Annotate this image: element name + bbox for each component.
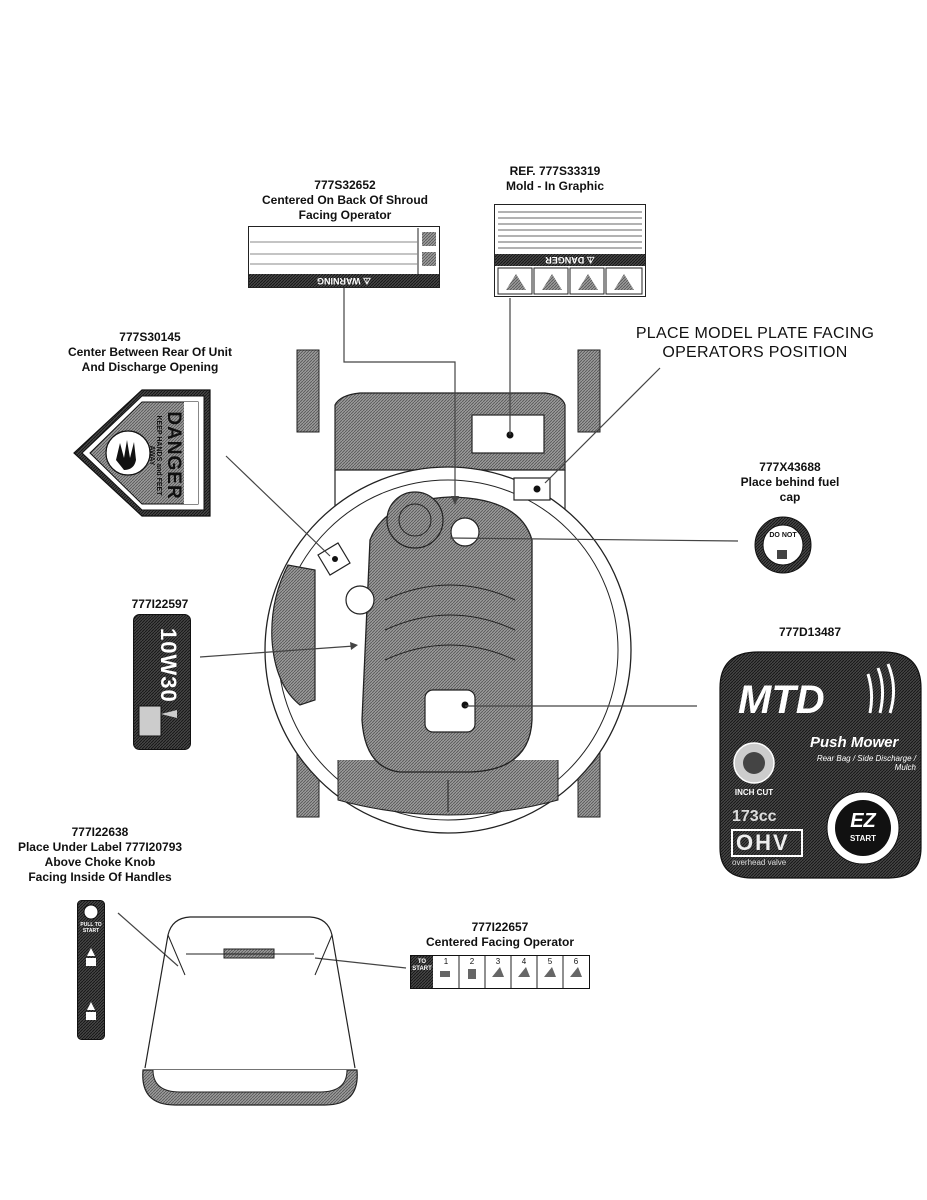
part-number: REF. 777S33319 <box>509 164 601 178</box>
steps-decal-art <box>410 955 590 989</box>
warning-title: ⚠ WARNING <box>316 276 372 286</box>
mtd-engine-sub: overhead valve <box>732 858 787 867</box>
label-line: Facing Operator <box>298 208 392 222</box>
danger-ref-title: ⚠ DANGER <box>545 255 595 265</box>
label-line: Place Under Label 777I20793 <box>17 840 183 854</box>
label-line: Above Choke Knob <box>44 855 156 869</box>
decal-fuel: DO NOT <box>754 516 812 574</box>
warning-decal-art <box>248 226 440 288</box>
label-line: OPERATORS POSITION <box>662 344 848 361</box>
label-line: PLACE MODEL PLATE FACING <box>635 325 875 342</box>
step-number: 1 <box>443 957 449 966</box>
discharge-chute <box>271 564 316 706</box>
decal-oil: 10W30 <box>133 614 191 750</box>
step-number: 2 <box>469 957 475 966</box>
oil-decal-art <box>133 614 191 750</box>
danger-hands-art <box>73 389 211 517</box>
label-777x43688: 777X43688 Place behind fuel cap <box>720 460 860 505</box>
mtd-ez-sub: START <box>849 834 877 843</box>
decal-warning: ⚠ WARNING <box>248 226 440 288</box>
engine <box>345 491 533 773</box>
mtd-ez: EZ <box>850 810 876 832</box>
label-line: Center Between Rear Of Unit <box>67 345 233 359</box>
label-line: Centered Facing Operator <box>425 935 575 949</box>
label-777i22657: 777I22657 Centered Facing Operator <box>400 920 600 950</box>
choke-decal-text: PULL TO START <box>80 922 102 934</box>
label-line: And Discharge Opening <box>81 360 219 374</box>
decal-danger-hands: DANGER KEEP HANDS and FEET AWAY <box>72 388 212 518</box>
label-line: Place behind fuel <box>740 475 840 489</box>
decal-steps: TO START 1 2 3 4 5 6 <box>410 955 590 989</box>
fuel-decal-text: DO NOT <box>769 532 797 539</box>
part-number: 777S30145 <box>119 330 181 344</box>
decal-choke: PULL TO START <box>77 900 105 1040</box>
choke-decal-art <box>77 900 105 1040</box>
danger-hands-text: DANGER KEEP HANDS and FEET AWAY <box>148 408 184 499</box>
mtd-engine: OHV <box>736 830 790 855</box>
placement-markers <box>317 414 551 709</box>
step-number: 4 <box>521 957 527 966</box>
step-number: 5 <box>547 957 553 966</box>
danger-ref-art <box>494 204 646 297</box>
label-777s33319: REF. 777S33319 Mold - In Graphic <box>470 164 640 194</box>
mtd-product: Push Mower <box>810 734 899 751</box>
decal-mtd: MTD Push Mower Rear Bag / Side Discharge… <box>718 648 923 880</box>
rear-wheels <box>296 349 601 433</box>
step-number: 6 <box>573 957 579 966</box>
label-line: cap <box>779 490 801 504</box>
part-number: 777D13487 <box>778 625 842 639</box>
label-777s32652: 777S32652 Centered On Back Of Shroud Fac… <box>230 178 460 223</box>
label-777i22597: 777I22597 <box>110 597 210 612</box>
step-number: 3 <box>495 957 501 966</box>
label-model-plate: PLACE MODEL PLATE FACING OPERATORS POSIT… <box>610 324 900 362</box>
part-number: 777X43688 <box>759 460 821 474</box>
handle <box>142 916 358 1106</box>
danger-hands-title: DANGER <box>163 411 184 500</box>
label-777s30145: 777S30145 Center Between Rear Of Unit An… <box>50 330 250 375</box>
fuel-decal-art <box>754 516 812 574</box>
part-number: 777I22657 <box>471 920 529 934</box>
mtd-cut: INCH CUT <box>734 788 774 797</box>
mtd-size: 173cc <box>732 808 777 825</box>
label-line: Centered On Back Of Shroud <box>261 193 429 207</box>
label-777d13487: 777D13487 <box>760 625 860 640</box>
part-number: 777I22638 <box>71 825 129 839</box>
decal-danger-ref: ⚠ DANGER <box>494 204 646 297</box>
leader-lines <box>117 288 739 969</box>
steps-start: TO START <box>412 959 432 972</box>
oil-decal-text: 10W30 <box>156 628 181 703</box>
mtd-desc: Rear Bag / Side Discharge / Mulch <box>816 754 916 772</box>
mtd-brand: MTD <box>738 678 825 722</box>
label-line: Facing Inside Of Handles <box>28 870 172 884</box>
mtd-decal-art <box>719 651 922 879</box>
part-number: 777S32652 <box>314 178 376 192</box>
label-line: Mold - In Graphic <box>506 179 604 193</box>
label-777i22638: 777I22638 Place Under Label 777I20793 Ab… <box>0 825 200 885</box>
danger-hands-sub: KEEP HANDS and FEET AWAY <box>148 415 162 496</box>
part-number: 777I22597 <box>131 597 189 611</box>
